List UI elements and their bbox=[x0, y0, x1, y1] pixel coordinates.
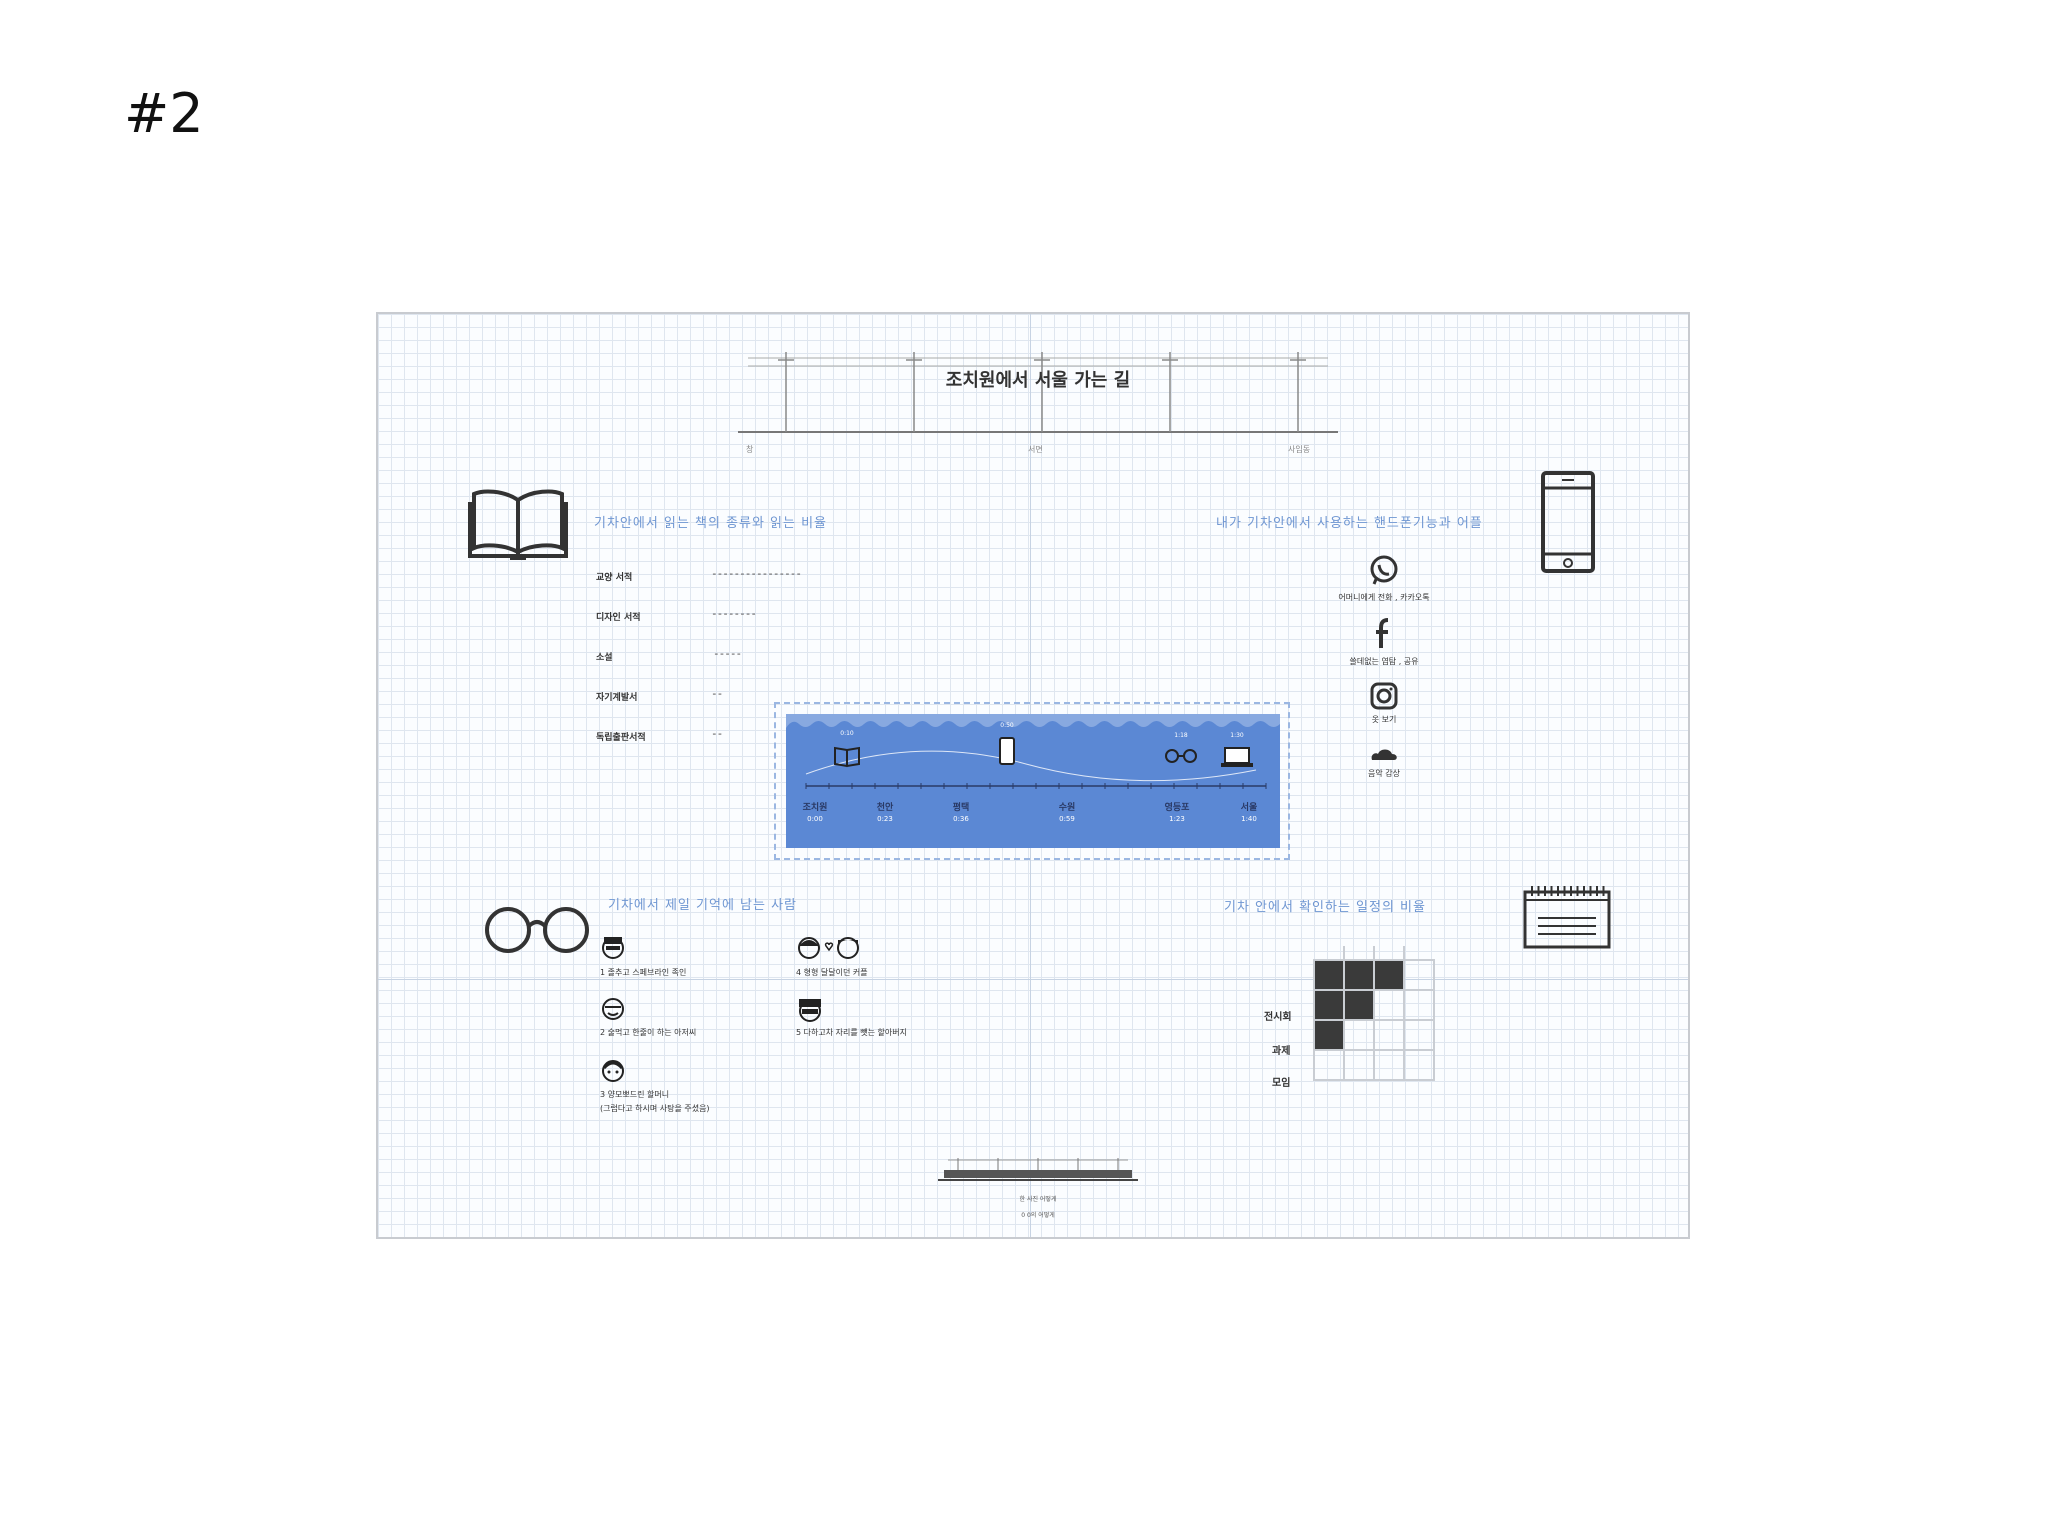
calendar-icon bbox=[1523, 886, 1611, 949]
station-name: 평택 bbox=[952, 803, 970, 813]
station-name: 조치원 bbox=[802, 803, 828, 813]
timeline-frame bbox=[774, 702, 1290, 860]
timeline-book-icon bbox=[834, 746, 860, 768]
main-title: 조치원에서 서울 가는 길 bbox=[945, 370, 1131, 391]
schedule-cell bbox=[1373, 1019, 1405, 1051]
title-block: 조치원에서 서울 가는 길 창 서면 사임동 bbox=[738, 344, 1338, 454]
book-row-bar: ----- bbox=[713, 647, 742, 660]
instagram-icon bbox=[1370, 682, 1398, 710]
book-row-label: 독립출판서적 bbox=[596, 733, 646, 743]
whatsapp-icon bbox=[1370, 555, 1398, 585]
center-guide-horizontal bbox=[378, 979, 1688, 980]
book-row-bar: -- bbox=[711, 727, 723, 740]
schedule-cell bbox=[1343, 1019, 1375, 1051]
infographic-board: 조치원에서 서울 가는 길 창 서면 사임동 기차안에서 읽는 책의 종류와 읽… bbox=[376, 312, 1690, 1239]
person-icon bbox=[602, 998, 624, 1020]
schedule-cell bbox=[1343, 1049, 1375, 1081]
schedule-cell bbox=[1403, 989, 1435, 1021]
timeline-panel: 0:10 0:50 1:18 1:30 조치원 0:00 천안 0:23 평택 … bbox=[786, 714, 1280, 848]
schedule-cell-filled bbox=[1343, 989, 1375, 1021]
power-line-illustration bbox=[738, 352, 1338, 433]
glasses-icon bbox=[485, 907, 589, 953]
timeline-laptop-icon bbox=[1221, 747, 1253, 767]
timeline-glasses-icon bbox=[1165, 749, 1197, 763]
station-time: 0:23 bbox=[877, 815, 893, 823]
book-row-bar: ---------------- bbox=[711, 567, 802, 580]
person-icon bbox=[799, 999, 821, 1022]
station-time: 1:23 bbox=[1169, 815, 1185, 823]
schedule-grid bbox=[1313, 946, 1435, 1081]
person-label: 2 술먹고 한줄이 하는 아저씨 bbox=[600, 1028, 697, 1037]
app-label: 음악 감상 bbox=[1368, 769, 1400, 778]
smartphone-icon bbox=[1541, 471, 1595, 573]
book-row-bar: -- bbox=[711, 687, 723, 700]
station-time: 1:40 bbox=[1241, 815, 1257, 823]
timeline-marker-time: 1:30 bbox=[1230, 732, 1244, 739]
open-book-icon bbox=[468, 489, 568, 560]
app-label: 옷 보기 bbox=[1371, 715, 1397, 724]
station-name: 수원 bbox=[1058, 803, 1076, 813]
cloud-music-icon bbox=[1371, 749, 1397, 760]
person-label: 1 졸추고 스페브라인 족인 bbox=[600, 968, 687, 977]
phone-title: 내가 기차안에서 사용하는 핸드폰기능과 어플 bbox=[1216, 516, 1483, 531]
schedule-cell bbox=[1403, 1019, 1435, 1051]
person-icon bbox=[602, 937, 624, 959]
person-label: 5 다하고차 자리를 뺏는 할아버지 bbox=[796, 1028, 907, 1037]
book-row-label: 자기계발서 bbox=[596, 693, 638, 703]
timeline-marker-time: 1:18 bbox=[1174, 732, 1188, 739]
slide-number: #2 bbox=[124, 82, 204, 145]
station-time: 0:00 bbox=[807, 815, 823, 823]
schedule-cell bbox=[1403, 1049, 1435, 1081]
line-label-end: 사임동 bbox=[1288, 445, 1311, 454]
app-label: 쓸데없는 염탐 , 공유 bbox=[1349, 657, 1419, 666]
station-time: 0:59 bbox=[1059, 815, 1075, 823]
schedule-row-label: 전시회 bbox=[1264, 1012, 1292, 1023]
person-icon bbox=[602, 1060, 624, 1082]
station-name: 서울 bbox=[1240, 803, 1258, 813]
footer-caption: 0 0의 어떻게 bbox=[1021, 1212, 1055, 1219]
schedule-cell bbox=[1403, 959, 1435, 991]
person-label: 4 형형 달달이던 커플 bbox=[796, 968, 868, 977]
line-label-middle: 서면 bbox=[1028, 445, 1043, 454]
train-illustration bbox=[938, 1158, 1138, 1181]
timeline-marker-time: 0:50 bbox=[1000, 722, 1014, 729]
book-row-label: 교양 서적 bbox=[596, 573, 633, 583]
station-time: 0:36 bbox=[953, 815, 969, 823]
person-label: 3 양모뽀드린 할머니 bbox=[600, 1090, 670, 1099]
footer-caption: 한 사진 어떻게 bbox=[1019, 1196, 1057, 1203]
app-label: 어머니에게 전화 , 카카오톡 bbox=[1338, 593, 1430, 602]
schedule-cell bbox=[1373, 1049, 1405, 1081]
schedule-cell-filled bbox=[1313, 989, 1345, 1021]
timeline-marker-time: 0:10 bbox=[840, 730, 854, 737]
person-label-sub: (그럽다고 하시며 사탕을 주셨음) bbox=[600, 1104, 710, 1113]
station-name: 영등포 bbox=[1164, 803, 1190, 813]
people-title: 기차에서 제일 기억에 남는 사람 bbox=[608, 898, 798, 913]
schedule-row-label: 모임 bbox=[1272, 1078, 1291, 1089]
schedule-row-label: 과제 bbox=[1272, 1046, 1291, 1057]
facebook-icon bbox=[1376, 618, 1389, 648]
couple-icon bbox=[798, 937, 859, 959]
book-row-bar: -------- bbox=[711, 607, 757, 620]
book-row-label: 소설 bbox=[596, 653, 613, 663]
schedule-cell-filled bbox=[1343, 959, 1375, 991]
line-label-start: 창 bbox=[746, 445, 754, 454]
station-name: 천안 bbox=[876, 803, 894, 813]
schedule-cell bbox=[1373, 989, 1405, 1021]
books-title: 기차안에서 읽는 책의 종류와 읽는 비율 bbox=[594, 516, 828, 531]
schedule-cell bbox=[1313, 1049, 1345, 1081]
schedule-cell-filled bbox=[1313, 1019, 1345, 1051]
schedule-cell-filled bbox=[1373, 959, 1405, 991]
timeline-phone-icon bbox=[999, 737, 1015, 765]
schedule-title: 기차 안에서 확인하는 일정의 비율 bbox=[1224, 900, 1426, 915]
schedule-cell-filled bbox=[1313, 959, 1345, 991]
book-row-label: 디자인 서적 bbox=[596, 613, 641, 623]
timeline-wave bbox=[786, 721, 1280, 848]
